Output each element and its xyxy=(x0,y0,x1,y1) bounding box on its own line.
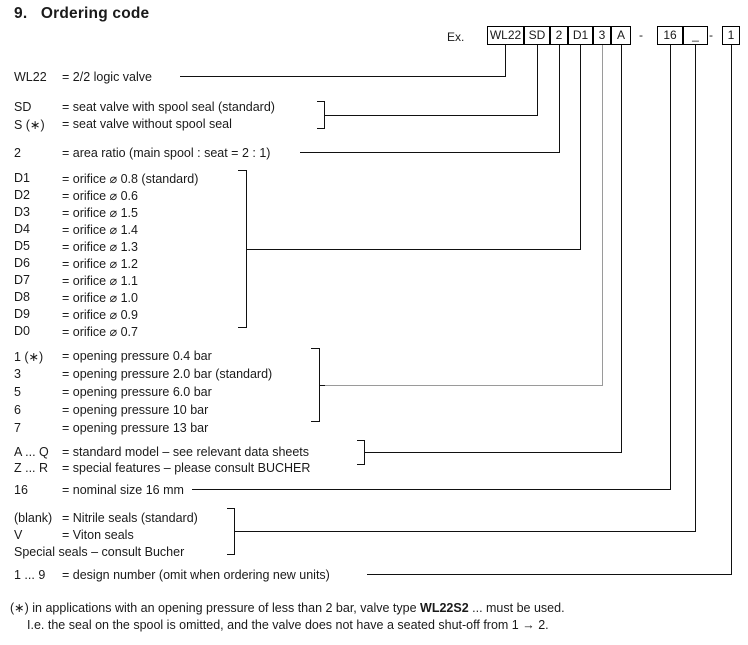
code-label-2: 2 xyxy=(14,146,21,160)
code-desc-pressure-1: = opening pressure 0.4 bar xyxy=(62,349,212,363)
leader-line-area-ratio-vertical xyxy=(559,45,560,152)
code-desc-model-AQ: = standard model – see relevant data she… xyxy=(62,445,310,459)
code-label-D6: D6 xyxy=(14,256,30,270)
code-dash-2: - xyxy=(709,28,713,42)
code-desc-model-ZR: = special features – please consult BUCH… xyxy=(62,461,311,475)
code-label-D2: D2 xyxy=(14,188,30,202)
code-desc-D2: = orifice ⌀ 0.6 xyxy=(62,189,138,203)
example-label: Ex. xyxy=(447,30,465,44)
footnote-valve-type: WL22S2 xyxy=(420,601,469,615)
leader-line-seat-valve-vertical xyxy=(537,45,538,115)
code-desc-D9: = orifice ⌀ 0.9 xyxy=(62,308,138,322)
brace-orifice xyxy=(238,170,247,328)
brace-seals-tip xyxy=(235,531,240,532)
code-desc-16: = nominal size 16 mm xyxy=(62,483,184,497)
code-desc-S: = seat valve without spool seal xyxy=(62,117,232,131)
code-label-S: S (∗) xyxy=(14,118,45,132)
footnote-line-2: I.e. the seal on the spool is omitted, a… xyxy=(27,618,549,632)
leader-line-valve-type-horizontal xyxy=(180,76,506,77)
code-label-D0: D0 xyxy=(14,324,30,338)
leader-line-seat-valve-horizontal xyxy=(330,115,538,116)
footnote-line-1: (∗) in applications with an opening pres… xyxy=(10,600,565,615)
code-label-D7: D7 xyxy=(14,273,30,287)
code-desc-pressure-6: = opening pressure 10 bar xyxy=(62,403,209,417)
brace-model xyxy=(357,440,365,465)
code-desc-WL22: = 2/2 logic valve xyxy=(62,70,152,84)
code-label-pressure-7: 7 xyxy=(14,421,21,435)
code-label-pressure-3: 3 xyxy=(14,367,21,381)
leader-line-orifice-horizontal xyxy=(250,249,581,250)
code-desc-D1: = orifice ⌀ 0.8 (standard) xyxy=(62,172,199,186)
footnote-line-1-pre: (∗) in applications with an opening pres… xyxy=(10,601,421,615)
code-desc-D8: = orifice ⌀ 1.0 xyxy=(62,291,138,305)
code-box-area-ratio[interactable]: 2 xyxy=(550,26,568,45)
code-label-D9: D9 xyxy=(14,307,30,321)
code-desc-SD: = seat valve with spool seal (standard) xyxy=(62,100,275,114)
code-label-V: V xyxy=(14,528,23,542)
code-dash-1: - xyxy=(639,28,643,42)
leader-line-nominal-size-horizontal xyxy=(192,489,671,490)
code-label-D3: D3 xyxy=(14,205,30,219)
brace-orifice-tip xyxy=(247,249,252,250)
code-label-D5: D5 xyxy=(14,239,30,253)
code-desc-pressure-3: = opening pressure 2.0 bar (standard) xyxy=(62,367,273,381)
code-label-16: 16 xyxy=(14,483,28,497)
code-box-orifice[interactable]: D1 xyxy=(568,26,593,45)
code-label-pressure-5: 5 xyxy=(14,385,21,399)
leader-line-opening-pressure-horizontal xyxy=(322,385,603,386)
code-desc-D7: = orifice ⌀ 1.1 xyxy=(62,274,138,288)
leader-line-orifice-vertical xyxy=(580,45,581,249)
code-desc-D0: = orifice ⌀ 0.7 xyxy=(62,325,138,339)
code-desc-special-seals: Special seals – consult Bucher xyxy=(14,545,185,559)
leader-line-design-number-vertical xyxy=(731,45,732,574)
leader-line-design-number-horizontal xyxy=(367,574,732,575)
code-desc-design-number: = design number (omit when ordering new … xyxy=(62,568,330,582)
code-desc-D5: = orifice ⌀ 1.3 xyxy=(62,240,138,254)
code-label-model-AQ: A ... Q xyxy=(14,445,49,459)
code-box-design-number[interactable]: 1 xyxy=(722,26,740,45)
code-label-D8: D8 xyxy=(14,290,30,304)
code-box-opening-pressure[interactable]: 3 xyxy=(593,26,611,45)
brace-seat-valve-tip xyxy=(325,115,330,116)
code-label-design-number: 1 ... 9 xyxy=(14,568,46,582)
leader-line-opening-pressure-vertical xyxy=(602,45,603,385)
brace-opening-pressure-tip xyxy=(320,385,325,386)
leader-line-seals-vertical xyxy=(695,45,696,531)
code-label-blank: (blank) xyxy=(14,511,53,525)
code-label-pressure-6: 6 xyxy=(14,403,21,417)
code-box-seals[interactable]: _ xyxy=(683,26,708,45)
code-label-pressure-1: 1 (∗) xyxy=(14,350,44,364)
code-desc-D3: = orifice ⌀ 1.5 xyxy=(62,206,138,220)
page-title: 9. Ordering code xyxy=(14,5,150,22)
leader-line-valve-type-vertical xyxy=(505,45,506,76)
code-desc-pressure-7: = opening pressure 13 bar xyxy=(62,421,209,435)
code-box-seat-valve-type[interactable]: SD xyxy=(524,26,550,45)
code-desc-D4: = orifice ⌀ 1.4 xyxy=(62,223,138,237)
code-box-nominal-size[interactable]: 16 xyxy=(657,26,683,45)
code-label-D4: D4 xyxy=(14,222,30,236)
code-label-WL22: WL22 xyxy=(14,70,47,84)
leader-line-model-horizontal xyxy=(368,452,622,453)
code-label-D1: D1 xyxy=(14,171,30,185)
code-desc-V: = Viton seals xyxy=(62,528,134,542)
code-box-model[interactable]: A xyxy=(611,26,631,45)
code-desc-2: = area ratio (main spool : seat = 2 : 1) xyxy=(62,146,271,160)
code-desc-pressure-5: = opening pressure 6.0 bar xyxy=(62,385,212,399)
leader-line-nominal-size-vertical xyxy=(670,45,671,489)
code-desc-blank: = Nitrile seals (standard) xyxy=(62,511,198,525)
code-desc-D6: = orifice ⌀ 1.2 xyxy=(62,257,138,271)
leader-line-model-vertical xyxy=(621,45,622,452)
brace-model-tip xyxy=(365,452,370,453)
brace-opening-pressure xyxy=(311,348,320,422)
leader-line-area-ratio-horizontal xyxy=(300,152,560,153)
code-label-model-ZR: Z ... R xyxy=(14,461,49,475)
code-label-SD: SD xyxy=(14,100,32,114)
footnote-line-1-post: ... must be used. xyxy=(468,601,565,615)
code-box-valve-type[interactable]: WL22 xyxy=(487,26,524,45)
leader-line-seals-horizontal xyxy=(238,531,696,532)
brace-seat-valve xyxy=(317,101,325,129)
brace-seals xyxy=(227,508,235,555)
